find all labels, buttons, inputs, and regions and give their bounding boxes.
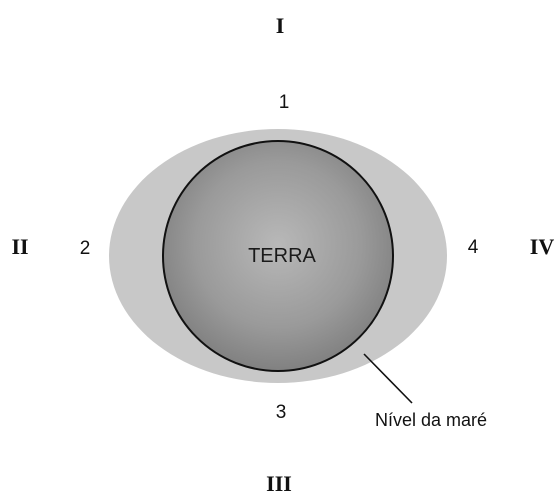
position-I-label: I [276, 13, 285, 38]
point-2-label: 2 [80, 238, 91, 259]
point-1-label: 1 [279, 92, 290, 113]
position-IV-label: IV [530, 234, 555, 259]
earth-label: TERRA [248, 245, 316, 267]
tide-level-label: Nível da maré [375, 410, 487, 430]
point-3-label: 3 [276, 402, 287, 423]
tide-leader-line [363, 353, 413, 404]
position-III-label: III [266, 471, 292, 494]
position-II-label: II [11, 234, 28, 259]
point-4-label: 4 [468, 237, 479, 258]
earth-circle [162, 140, 394, 372]
